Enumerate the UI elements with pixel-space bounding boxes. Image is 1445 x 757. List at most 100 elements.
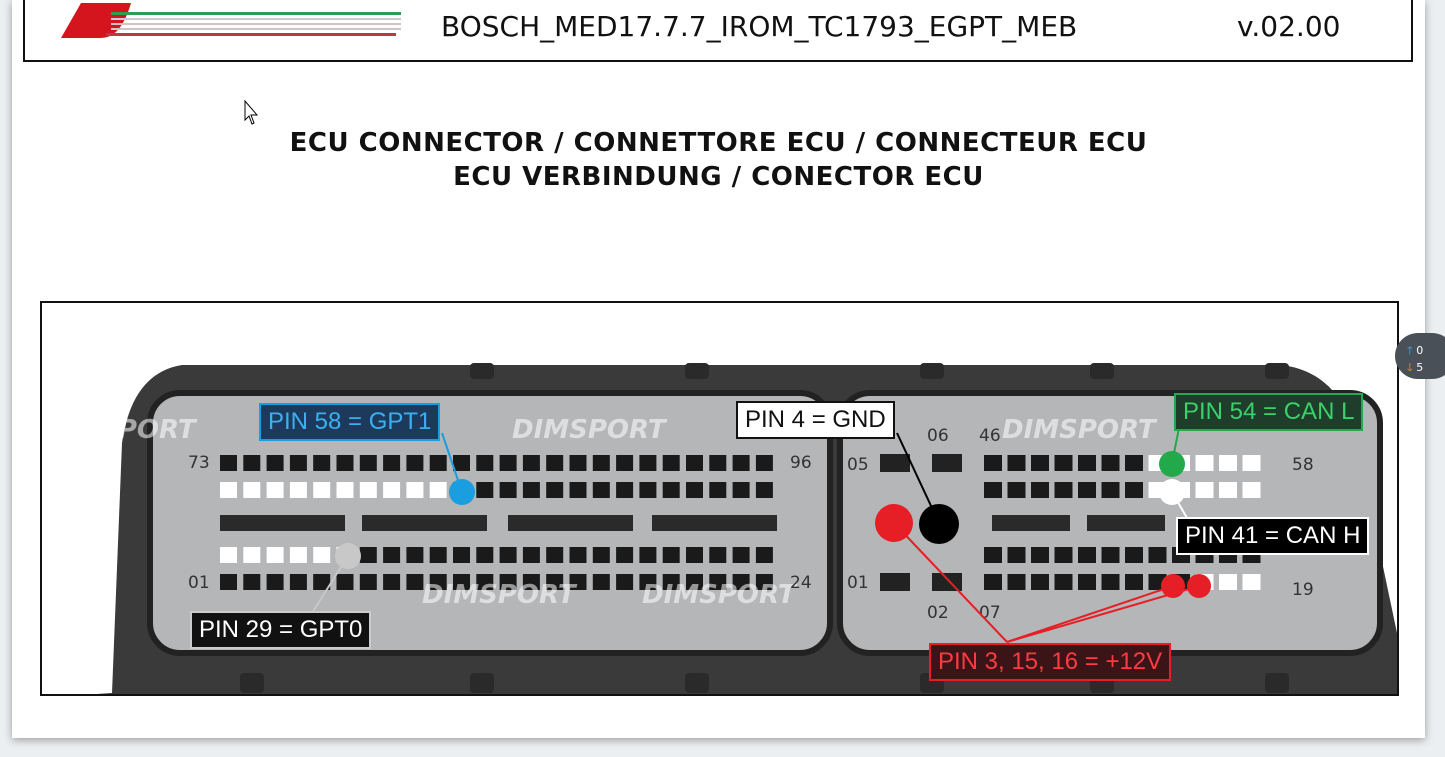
pin [1125,455,1143,471]
pin-4-marker [919,504,959,544]
pin [476,455,494,471]
callout-line-12v [893,522,1008,643]
pin [686,455,703,471]
pin [476,574,494,590]
pin [546,574,564,590]
pin [383,482,401,498]
pin [383,547,401,563]
pin [359,455,377,471]
housing-bolt [1265,673,1289,693]
pin-number-left_bl: 01 [188,573,210,593]
pin [732,482,750,498]
housing-bolt [240,673,264,693]
pin [662,547,680,563]
pin [522,455,540,471]
pin [336,574,354,590]
pin [732,574,750,590]
pin [592,455,610,471]
pin [476,547,494,563]
housing-bolt [470,673,494,693]
pin [1101,482,1120,498]
pin [1007,547,1026,563]
pin [1148,547,1167,563]
dimsport-logo [61,3,401,38]
pin [1078,574,1096,590]
scroll-indicator[interactable]: 🡑 0 🡓 5 [1395,333,1445,379]
pin [1242,482,1261,498]
pin-58-marker [449,479,475,505]
pin [429,547,447,563]
pin [984,455,1002,471]
pin [266,455,284,471]
pin [453,547,470,563]
pin [592,574,610,590]
housing-bolt [685,673,709,693]
pin [1195,482,1214,498]
pin [616,482,634,498]
pin [406,455,424,471]
pin [662,455,680,471]
pin [686,547,703,563]
pin [359,574,377,590]
pin [984,482,1002,498]
pin [243,482,261,498]
housing-bolt [685,363,709,379]
power-pin [880,573,910,591]
pin [1101,455,1120,471]
pin [1101,547,1120,563]
pin [662,574,680,590]
pin [639,574,657,590]
pin-29-marker [335,543,361,569]
pin [289,547,307,563]
document-version: v.02.00 [1237,10,1341,43]
pin [220,574,237,590]
pin-16-marker [1187,574,1211,598]
housing-bolt [1265,363,1289,379]
scroll-down-count: 5 [1416,361,1424,374]
pin [732,547,750,563]
document-page: BOSCH_MED17.7.7_IROM_TC1793_EGPT_MEB v.0… [12,0,1425,738]
label-pin-54-can-l: PIN 54 = CAN L [1174,393,1364,431]
pin-number-r_19: 19 [1292,580,1314,600]
pin [616,574,634,590]
pin [522,547,540,563]
pin [592,547,610,563]
pin-number-r_46: 46 [979,426,1001,446]
pin [546,547,564,563]
ecu-model-title: BOSCH_MED17.7.7_IROM_TC1793_EGPT_MEB [441,10,1078,43]
housing-bolt [1090,363,1114,379]
pin [1054,455,1073,471]
pin [709,574,727,590]
watermark: DIMSPORT [642,580,798,610]
power-pin [932,573,962,591]
connector-slot [362,515,487,531]
pin [313,574,331,590]
pin [266,547,284,563]
pin [546,482,564,498]
pin-number-r_58: 58 [1292,455,1314,475]
watermark: DIMSPORT [1002,415,1158,445]
pin [1242,455,1261,471]
pin [569,574,587,590]
pin-number-r_01: 01 [847,573,869,593]
pin-3-marker [875,504,913,542]
pin [662,482,680,498]
pin [1125,574,1143,590]
pin [1031,455,1049,471]
pin [639,455,657,471]
pin [569,455,587,471]
pin [1031,547,1049,563]
pin [755,547,773,563]
heading-line-2: ECU VERBINDUNG / CONECTOR ECU [453,162,984,192]
pin [1031,482,1049,498]
pin-54-marker [1159,451,1185,477]
connector-slot [220,515,345,531]
pin [1007,574,1026,590]
power-pin [932,454,962,472]
pin [755,482,773,498]
pin-number-left_br: 24 [790,573,812,593]
pin [266,574,284,590]
pin-number-r_02: 02 [927,603,949,623]
